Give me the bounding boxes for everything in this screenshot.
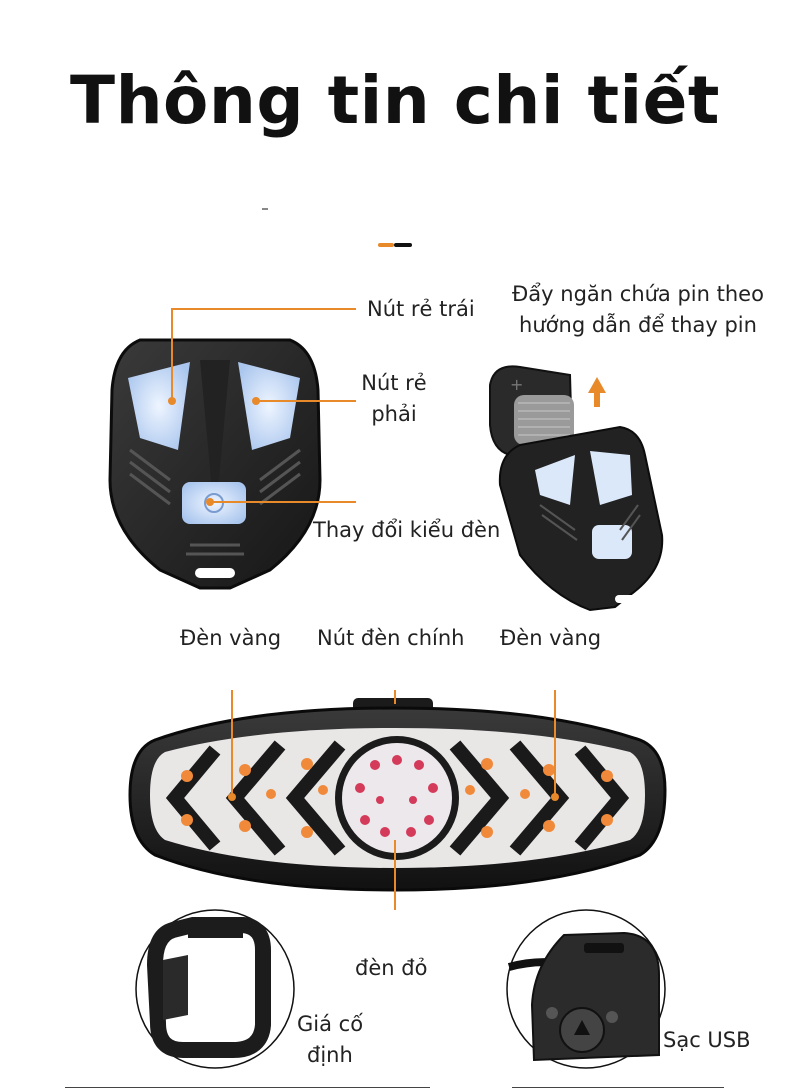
bottom-rule-left	[65, 1087, 430, 1088]
right-turn-label-line2: phải	[371, 402, 417, 426]
decorative-dot	[262, 208, 268, 210]
mode-change-label: Thay đổi kiểu đèn	[313, 518, 501, 542]
taillight-illustration	[128, 690, 667, 910]
battery-label-line1: Đẩy ngăn chứa pin theo	[512, 282, 764, 306]
main-light-button-label: Nút đèn chính	[317, 626, 465, 650]
yellow-light-left-label: Đèn vàng	[180, 626, 282, 650]
usb-charging-label: Sạc USB	[663, 1028, 751, 1052]
battery-label-line2: hướng dẫn để thay pin	[519, 313, 757, 337]
left-turn-label: Nút rẻ trái	[367, 297, 475, 321]
page-title: Thông tin chi tiết	[70, 62, 720, 139]
red-light-label: đèn đỏ	[355, 956, 428, 980]
right-turn-label-line1: Nút rẻ	[361, 371, 427, 395]
right-turn-button-shape	[238, 362, 300, 450]
battery-remote-illustration: +	[489, 365, 664, 612]
mount-label-line2: định	[307, 1043, 353, 1067]
left-turn-button-shape	[128, 362, 190, 450]
svg-text:+: +	[510, 375, 523, 394]
remote-callout-lines	[171, 308, 356, 503]
title-divider	[378, 243, 412, 247]
mount-label-line1: Giá cố	[297, 1012, 364, 1036]
usb-charging-port-illustration	[506, 909, 666, 1069]
bottom-rule-right	[512, 1087, 724, 1088]
mount-bracket-illustration	[135, 909, 295, 1069]
yellow-light-right-label: Đèn vàng	[500, 626, 602, 650]
